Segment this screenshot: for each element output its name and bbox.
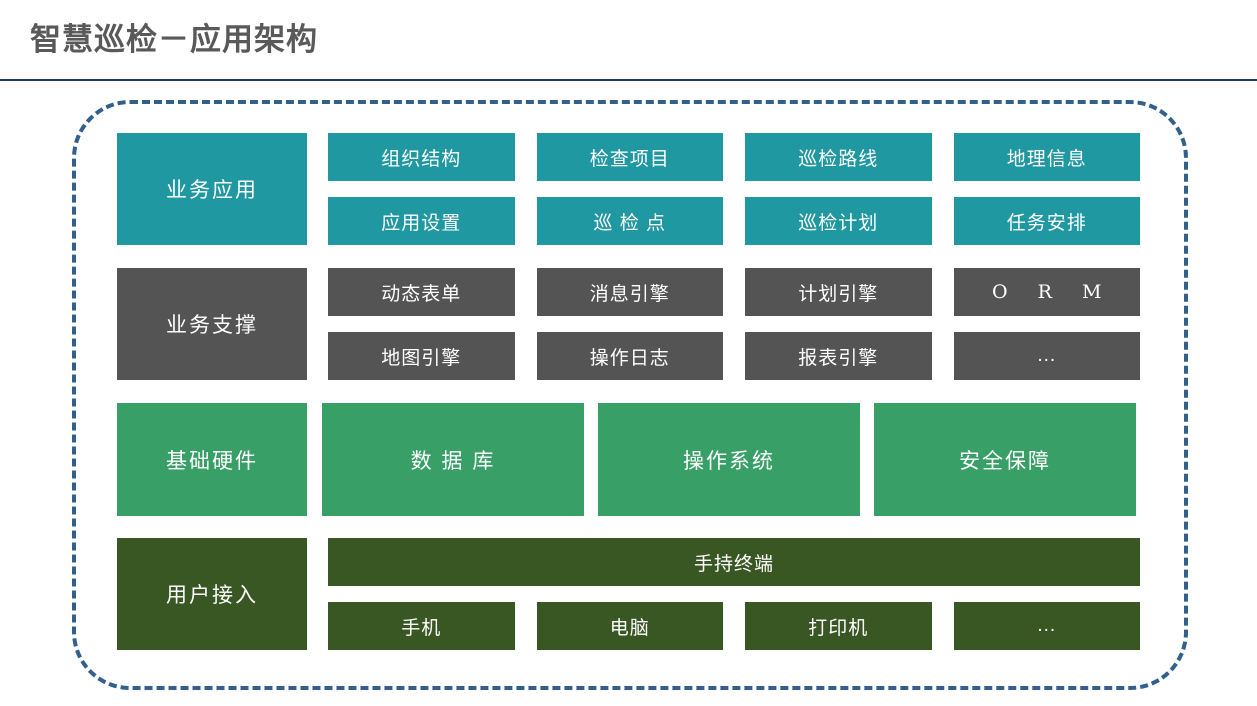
arch-cell: 任务安排 [953, 197, 1140, 245]
layer-label-business-application: 业务应用 [117, 133, 307, 245]
arch-cell: 操作日志 [536, 332, 723, 380]
layer-label-text: 业务支撑 [166, 314, 258, 337]
arch-cell: 地图引擎 [328, 332, 515, 380]
arch-cell: 地理信息 [953, 133, 1140, 181]
arch-cell: 动态表单 [328, 268, 515, 316]
arch-cell: 安全保障 [874, 403, 1136, 516]
layer-label-business-support: 业务支撑 [117, 268, 307, 380]
layer-label-text: 基础硬件 [166, 449, 258, 473]
layer-cells-user-access: 手持终端 手机 电脑 打印机 ... [328, 538, 1140, 650]
title-divider [0, 79, 1257, 81]
arch-cell: 打印机 [745, 602, 932, 650]
arch-cell: 组织结构 [328, 133, 515, 181]
layer-label-text: 业务应用 [166, 179, 258, 202]
layer-cells-business-support: 动态表单 消息引擎 计划引擎 O R M 地图引擎 操作日志 报表引擎 ... [328, 268, 1140, 380]
page-title: 智慧巡检－应用架构 [30, 22, 318, 57]
layer-label-basic-hardware: 基础硬件 [117, 403, 307, 516]
arch-cell: 检查项目 [536, 133, 723, 181]
layer-cells-business-application: 组织结构 检查项目 巡检路线 地理信息 应用设置 巡 检 点 巡检计划 任务安排 [328, 133, 1140, 245]
layer-label-user-access: 用户接入 [117, 538, 307, 650]
cell-handheld-terminal: 手持终端 [328, 538, 1140, 586]
arch-cell-ellipsis: ... [953, 332, 1140, 380]
arch-cell: 巡 检 点 [536, 197, 723, 245]
arch-cell: 计划引擎 [745, 268, 932, 316]
architecture-frame [72, 100, 1188, 690]
arch-cell: 应用设置 [328, 197, 515, 245]
arch-cell: 操作系统 [598, 403, 860, 516]
arch-cell: 报表引擎 [745, 332, 932, 380]
arch-cell: 巡检路线 [745, 133, 932, 181]
layer-cells-basic-hardware: 数 据 库 操作系统 安全保障 [322, 403, 1136, 516]
arch-cell: 手机 [328, 602, 515, 650]
arch-cell: 消息引擎 [536, 268, 723, 316]
arch-cell-orm: O R M [953, 268, 1140, 316]
arch-cell: 巡检计划 [745, 197, 932, 245]
layer-label-text: 用户接入 [166, 584, 258, 607]
arch-cell: 电脑 [536, 602, 723, 650]
arch-cell: 数 据 库 [322, 403, 584, 516]
arch-cell-ellipsis: ... [953, 602, 1140, 650]
